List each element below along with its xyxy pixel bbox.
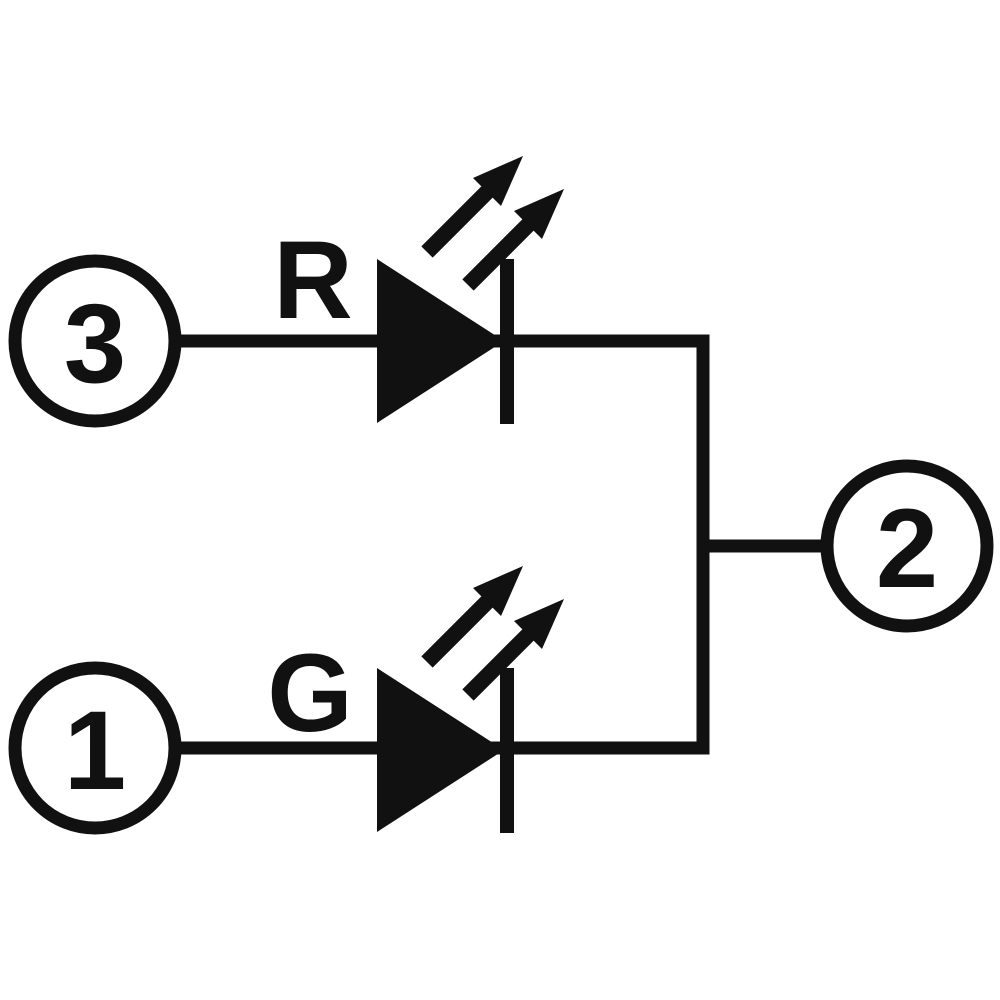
led-r-anode-triangle: [377, 259, 504, 423]
pin-1-circle: [8, 661, 182, 835]
pin-terminal-2: 2: [820, 459, 994, 633]
pin-terminal-1: 1: [8, 661, 182, 835]
pin-2-label: 2: [876, 486, 938, 611]
led-g-label: G: [267, 632, 353, 755]
led-r-cathode-bar: [500, 259, 514, 424]
led-red: R: [273, 156, 564, 424]
wire-loop: [176, 334, 710, 755]
led-g-anode-triangle: [377, 668, 504, 832]
pin-1-label: 1: [64, 688, 126, 813]
led-g-cathode-bar: [500, 668, 514, 833]
led-r-label: R: [273, 219, 352, 342]
pin-3-circle: [8, 254, 182, 428]
pin-terminal-3: 3: [8, 254, 182, 428]
led-green: G: [267, 566, 564, 833]
pin-3-label: 3: [64, 281, 126, 406]
pin-2-circle: [820, 459, 994, 633]
